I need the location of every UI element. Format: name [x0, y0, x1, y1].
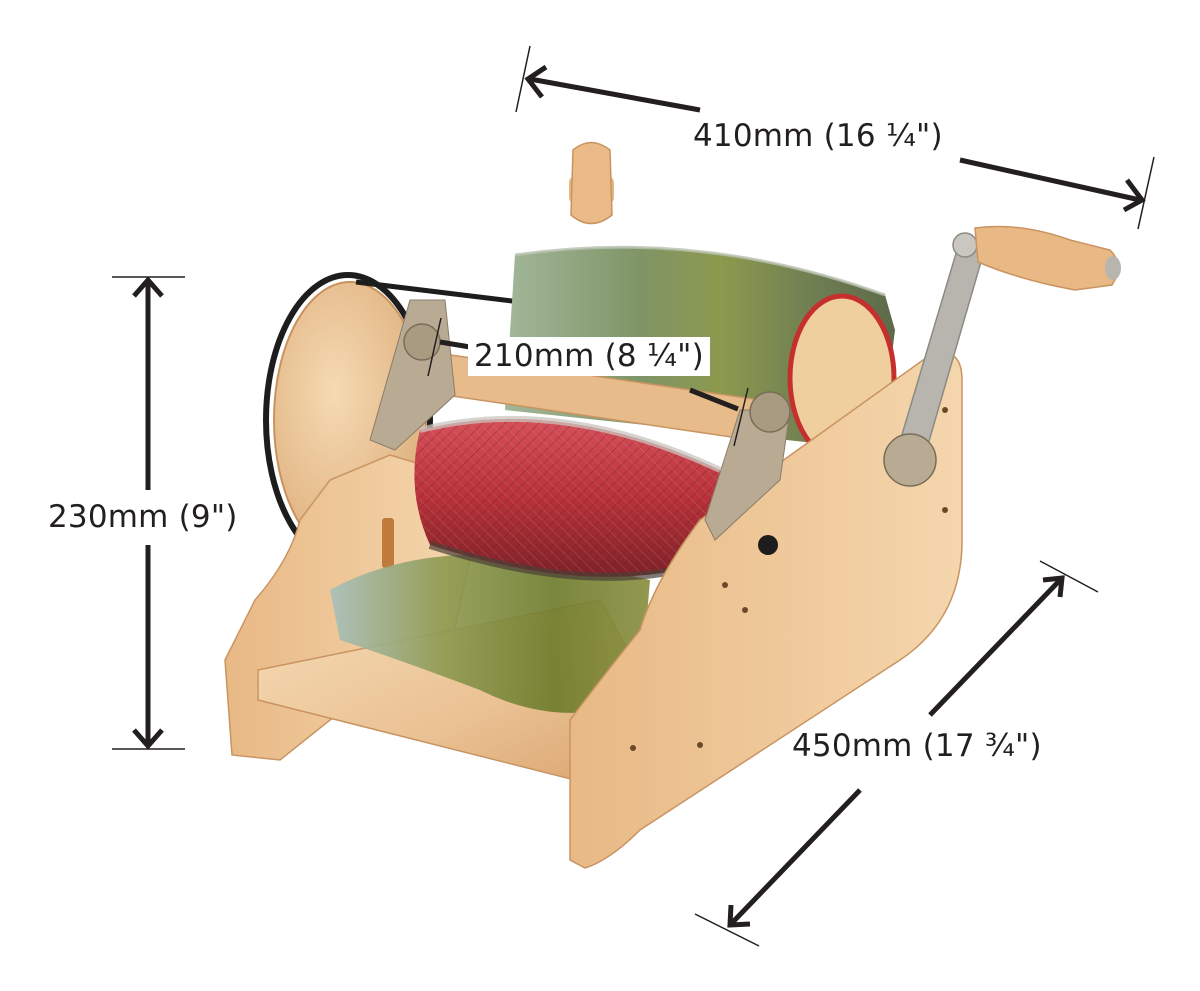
drum-width-dimension-arrow — [427, 317, 749, 447]
height-dimension-label: 230mm (9") — [48, 499, 238, 535]
height-dimension-arrow — [112, 276, 185, 750]
width-dimension-arrow — [515, 45, 1155, 230]
width-dimension-label: 410mm (16 ¼") — [693, 118, 943, 154]
right-adjust-knob — [749, 391, 791, 433]
depth-dimension-label: 450mm (17 ¾") — [792, 728, 1042, 764]
crank-handle — [883, 225, 1121, 487]
rear-handle — [569, 141, 614, 225]
drum-width-dimension-label: 210mm (8 ¼") — [468, 337, 710, 376]
dimension-lines — [112, 45, 1155, 947]
licker-in-drum — [414, 415, 722, 581]
wool-fiber — [330, 554, 650, 713]
left-adjust-knob — [403, 323, 441, 361]
right-frame — [569, 352, 963, 869]
metal-brackets — [369, 299, 791, 541]
depth-dimension-arrow — [694, 560, 1099, 947]
